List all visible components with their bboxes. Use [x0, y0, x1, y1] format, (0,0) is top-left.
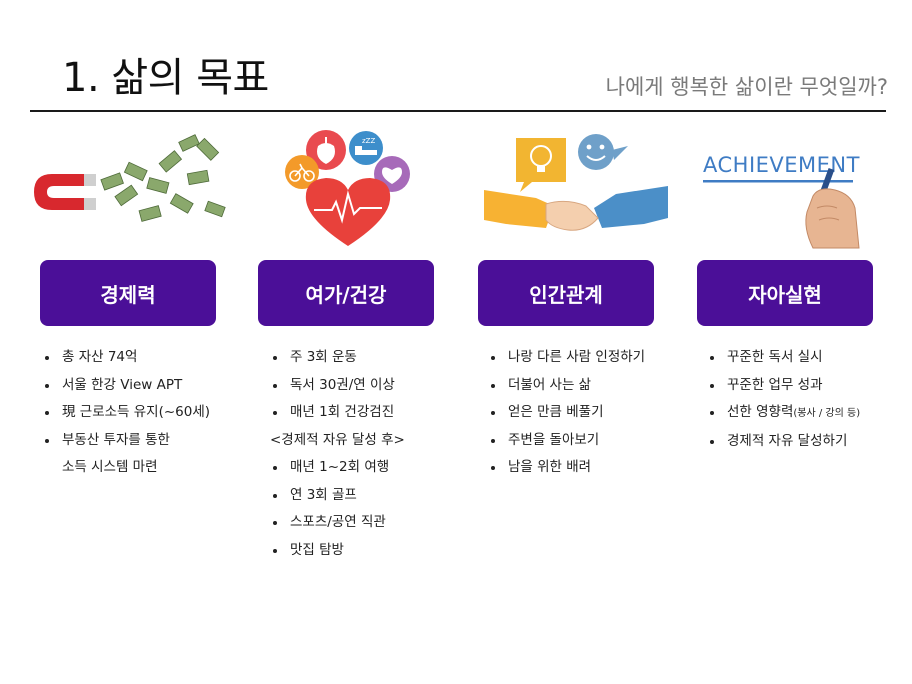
list-item: 매년 1회 건강검진 — [270, 399, 490, 427]
magnet-money-illustration — [30, 128, 230, 250]
goal-column-self-actualization: ACHIEVEMENT 자아실현 꾸준한 독서 실시 꾸준한 업무 성과 선한 … — [695, 128, 895, 449]
list-item: 선한 영향력(봉사 / 강의 등) — [707, 399, 912, 428]
list-item: 꾸준한 독서 실시 — [707, 344, 912, 372]
list-item: 얻은 만큼 베풀기 — [488, 399, 708, 427]
list-item: 꾸준한 업무 성과 — [707, 372, 912, 400]
goal-label-economy: 경제력 — [40, 260, 216, 326]
list-item-text: 선한 영향력 — [727, 404, 794, 420]
goal-list-relationships: 나랑 다른 사람 인정하기 더불어 사는 삶 얻은 만큼 베풀기 주변을 돌아보… — [488, 344, 708, 482]
achievement-illustration: ACHIEVEMENT — [695, 128, 895, 250]
goal-label-leisure-health: 여가/건강 — [258, 260, 434, 326]
list-item: 맛집 탐방 — [270, 537, 490, 565]
list-item-continuation: 소득 시스템 마련 — [62, 459, 158, 475]
list-item: 더불어 사는 삶 — [488, 372, 708, 400]
heart-health-icon: zZZ — [285, 130, 410, 246]
goal-column-relationships: 인간관계 나랑 다른 사람 인정하기 더불어 사는 삶 얻은 만큼 베풀기 주변… — [476, 128, 676, 475]
zz-text: zZZ — [362, 137, 375, 145]
goal-label-relationships: 인간관계 — [478, 260, 654, 326]
list-item-note: (봉사 / 강의 등) — [793, 408, 861, 419]
list-item: 스포츠/공연 직관 — [270, 509, 490, 537]
goal-column-economy: 경제력 총 자산 74억 서울 한강 View APT 現 근로소득 유지(~6… — [30, 128, 230, 475]
health-illustration: zZZ — [258, 128, 458, 250]
goal-column-leisure-health: zZZ 여가/건강 주 3회 운동 독서 30권/연 이상 매년 1회 건강검진… — [258, 128, 458, 558]
list-item: 서울 한강 View APT — [42, 372, 262, 400]
list-item: 경제적 자유 달성하기 — [707, 428, 912, 456]
list-item: 現 근로소득 유지(~60세) — [42, 399, 262, 427]
list-item: 주 3회 운동 — [270, 344, 490, 372]
goal-list-economy: 총 자산 74억 서울 한강 View APT 現 근로소득 유지(~60세) … — [42, 344, 262, 482]
list-subheading: <경제적 자유 달성 후> — [270, 431, 405, 448]
list-item: 총 자산 74억 — [42, 344, 262, 372]
list-item: 남을 위한 배려 — [488, 454, 708, 482]
page-subtitle: 나에게 행복한 삶이란 무엇일까? — [605, 75, 888, 99]
title-divider — [30, 110, 886, 112]
handshake-icon — [484, 134, 668, 231]
list-item: 나랑 다른 사람 인정하기 — [488, 344, 708, 372]
achievement-text: ACHIEVEMENT — [703, 153, 860, 177]
handshake-illustration — [476, 128, 676, 250]
list-item: 주변을 돌아보기 — [488, 427, 708, 455]
goal-list-self-actualization: 꾸준한 독서 실시 꾸준한 업무 성과 선한 영향력(봉사 / 강의 등) 경제… — [707, 344, 912, 455]
list-item: 독서 30권/연 이상 — [270, 372, 490, 400]
goal-list-leisure-health: 주 3회 운동 독서 30권/연 이상 매년 1회 건강검진 <경제적 자유 달… — [270, 344, 490, 564]
list-item: 매년 1~2회 여행 — [270, 454, 490, 482]
goal-label-self-actualization: 자아실현 — [697, 260, 873, 326]
page-title: 1. 삶의 목표 — [62, 55, 269, 101]
achievement-hand-icon: ACHIEVEMENT — [703, 153, 860, 249]
list-item: 연 3회 골프 — [270, 482, 490, 510]
magnet-money-icon — [34, 134, 226, 222]
list-item: 부동산 투자를 통한 — [42, 427, 262, 455]
